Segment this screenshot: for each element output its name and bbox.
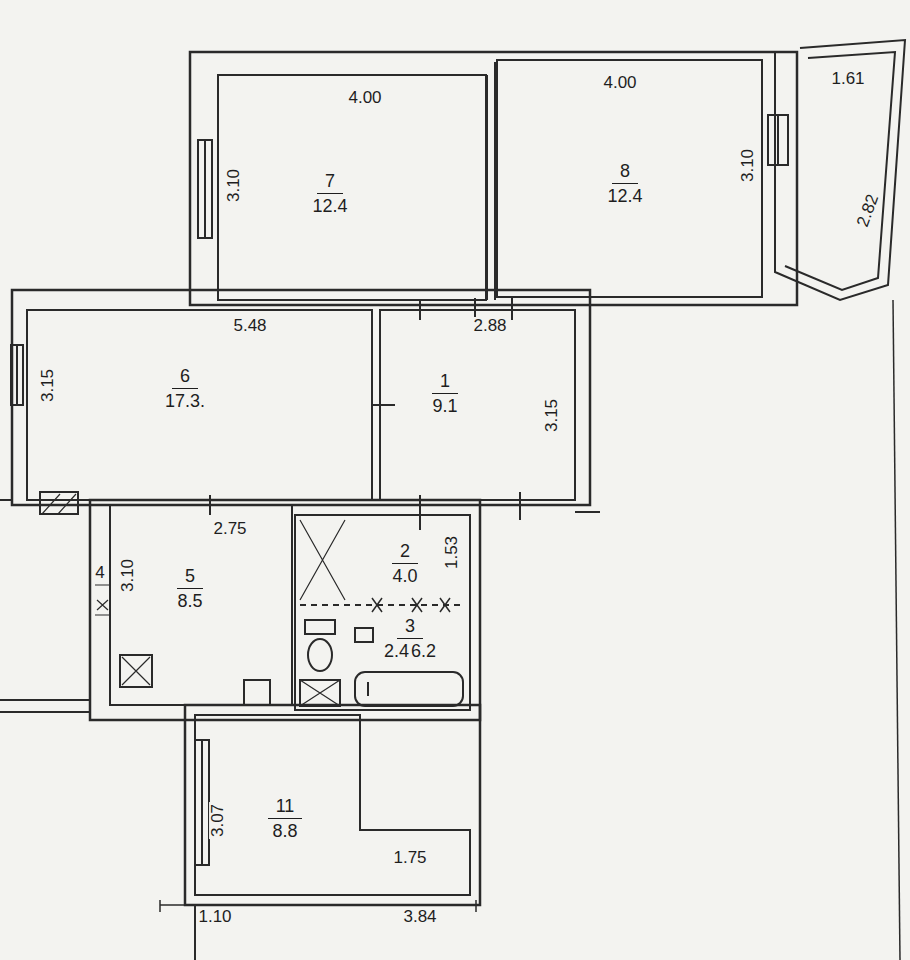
dimension-label: 3.84: [401, 908, 438, 925]
room-area: 8.5: [177, 589, 202, 613]
room: 712.4: [250, 150, 410, 240]
room-area: 2.4: [384, 639, 409, 663]
room-area: 6.2: [411, 639, 436, 663]
dimension-label: 3.10: [740, 146, 757, 183]
room-area-row: 12.4: [607, 184, 642, 208]
dimension-label: 4.00: [601, 74, 638, 91]
room-number: 11: [268, 797, 303, 819]
dimension-label: 2.88: [471, 317, 508, 334]
room-area-row: 8.8: [272, 819, 297, 843]
dimension-label: 3.10: [226, 166, 243, 203]
room-area: 17.3.: [165, 389, 205, 413]
dimension-label: 2.75: [211, 520, 248, 537]
room-area-row: 9.1: [432, 394, 457, 418]
room-area-row: 12.4: [312, 194, 347, 218]
room-number: 6: [172, 367, 198, 389]
dimension-label: 3.07: [210, 801, 227, 838]
dimension-label: 3.15: [544, 396, 561, 433]
dimension-label: 1.53: [444, 533, 461, 570]
room-number: 1: [432, 372, 458, 394]
dimension-label: 4: [93, 564, 106, 581]
room-area-row: 8.5: [177, 589, 202, 613]
room: 24.0: [360, 535, 450, 595]
dimension-label: 1.10: [196, 908, 233, 925]
room: 617.3.: [110, 345, 260, 435]
dimension-label: 1.75: [391, 849, 428, 866]
dimension-label: 3.15: [40, 366, 57, 403]
room: 118.8: [230, 780, 340, 860]
room-area-row: 2.46.2: [384, 639, 436, 663]
room-area-row: 17.3.: [165, 389, 205, 413]
room-area-row: 4.0: [392, 564, 417, 588]
room: 58.5: [140, 545, 240, 635]
dimension-label: 5.48: [231, 317, 268, 334]
dimension-label: 3.10: [120, 556, 137, 593]
room-number: 2: [392, 542, 418, 564]
room-number: 3: [397, 617, 423, 639]
room-number: 7: [317, 172, 343, 194]
room: 19.1: [390, 350, 500, 440]
dimension-label: 1.61: [829, 70, 866, 87]
room-area: 9.1: [432, 394, 457, 418]
room-area: 12.4: [312, 194, 347, 218]
room: 32.46.2: [358, 612, 462, 668]
room: 812.4: [540, 140, 710, 230]
dimension-label: 4.00: [346, 89, 383, 106]
room-number: 5: [177, 567, 203, 589]
dimension-label: 2.82: [854, 190, 883, 231]
room-area: 8.8: [272, 819, 297, 843]
room-area: 4.0: [392, 564, 417, 588]
room-area: 12.4: [607, 184, 642, 208]
room-number: 8: [612, 162, 638, 184]
